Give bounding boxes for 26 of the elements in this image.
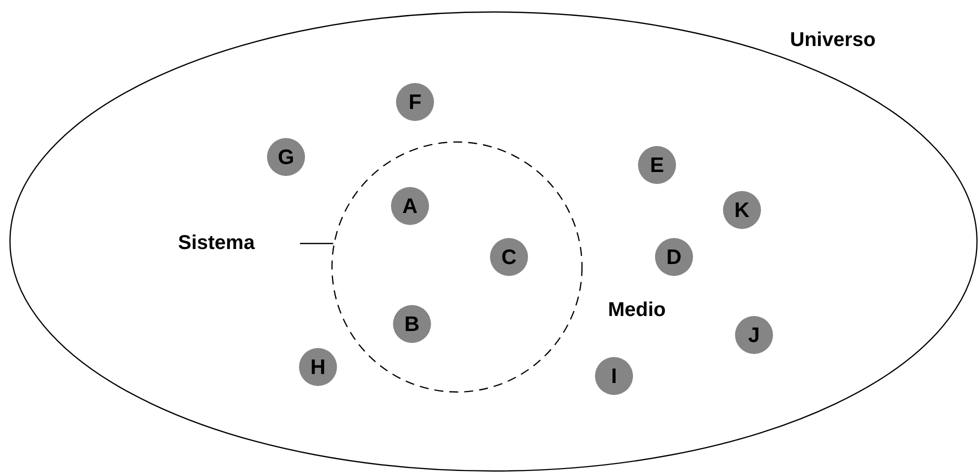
circle-node xyxy=(393,305,431,343)
circle-node xyxy=(267,138,305,176)
leader-line xyxy=(300,242,334,244)
node-letter: H xyxy=(310,356,326,378)
circle-node xyxy=(396,83,434,121)
node-letter: B xyxy=(404,314,420,334)
node-letter: F xyxy=(408,92,422,112)
circle-node xyxy=(490,238,528,276)
region-label: Medio xyxy=(608,299,666,322)
node-letter: A xyxy=(402,196,418,216)
circle-node xyxy=(655,238,693,276)
ellipse-label: Universo xyxy=(790,29,876,52)
circle-node xyxy=(299,348,337,386)
system-label: Sistema xyxy=(178,231,298,256)
node-letter: K xyxy=(734,200,750,220)
circle-node xyxy=(723,191,761,229)
node-letter: E xyxy=(650,154,664,176)
node-letter: I xyxy=(611,366,617,386)
node-letter: D xyxy=(666,246,682,268)
node-letter: J xyxy=(748,324,760,346)
node-letter: G xyxy=(278,146,294,168)
node-letter: C xyxy=(501,246,517,268)
circle-node xyxy=(595,357,633,395)
circle-node xyxy=(391,187,429,225)
circle-node xyxy=(638,146,676,184)
circle-node xyxy=(735,316,773,354)
